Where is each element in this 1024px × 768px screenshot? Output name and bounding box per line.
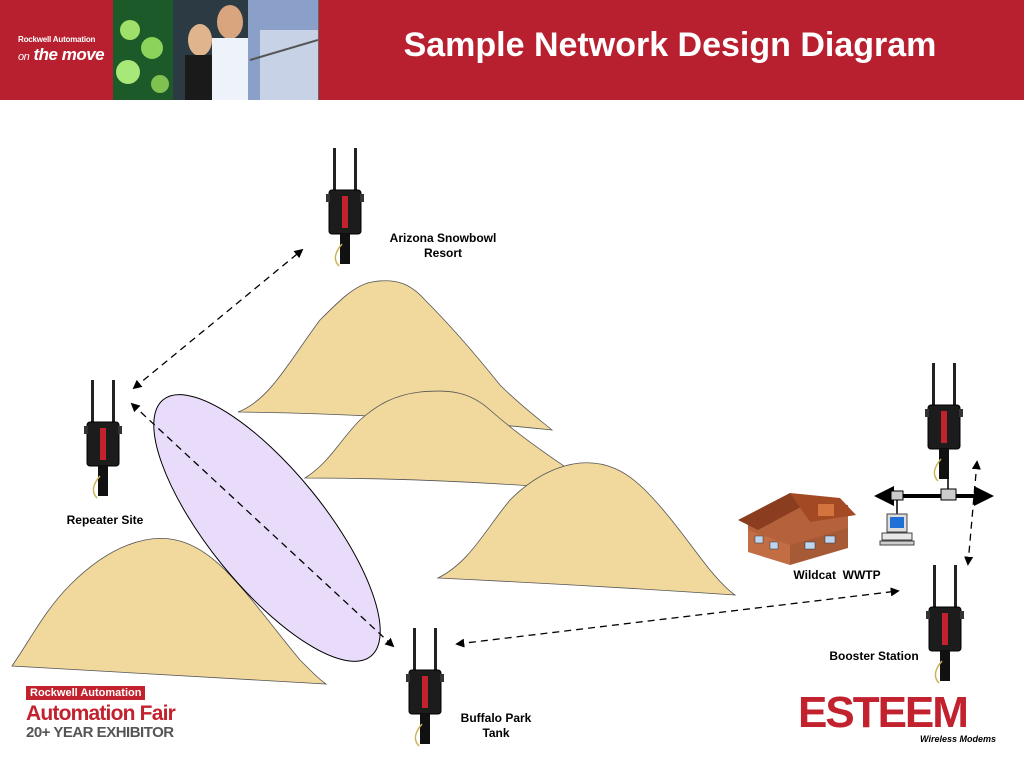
label-wildcat-text: Wildcat WWTP [793,568,881,582]
logo-line1: Rockwell Automation [18,35,96,44]
esteem-wordmark: ESTEEM [798,688,969,737]
header-banner: Rockwell Automation on the move Sample N… [0,0,1024,100]
house-icon [738,493,856,565]
esteem-logo: ESTEEM Wireless Modems [798,690,998,746]
bus-node-2 [940,488,957,501]
logo-line2: on the move [18,45,105,65]
logo-on: on [18,51,30,63]
automation-fair-logo: Rockwell Automation Automation Fair 20+ … [26,683,196,749]
label-repeater: Repeater Site [55,513,155,528]
link-repeater-arizona [132,248,304,390]
af-badge: Rockwell Automation [26,686,146,700]
modem-booster [925,564,965,684]
link-buffalo-booster [455,587,900,648]
bus-node-1 [890,490,904,501]
link-wildcat-booster [964,460,981,566]
label-booster-text: Booster Station [829,649,919,663]
header-photo-art [113,0,318,100]
header-photo: Rockwell Automation on the move [0,0,319,100]
label-buffalo: Buffalo Park Tank [450,711,542,741]
label-wildcat: Wildcat WWTP [782,568,892,583]
label-arizona-text: Arizona Snowbowl Resort [389,231,497,260]
af-name: Automation Fair [26,702,176,725]
label-booster: Booster Station [818,649,930,664]
page-title: Sample Network Design Diagram [403,26,937,64]
logo-the-move: the move [33,45,105,64]
esteem-tagline: Wireless Modems [920,734,996,744]
label-buffalo-text: Buffalo Park Tank [460,711,532,740]
computer-icon [879,513,915,546]
af-year: 20+ YEAR EXHIBITOR [26,724,174,741]
label-arizona: Arizona Snowbowl Resort [378,231,508,261]
modem-arizona [325,147,365,267]
modem-repeater [83,379,123,499]
label-repeater-text: Repeater Site [66,513,144,527]
rockwell-on-the-move-logo: Rockwell Automation on the move [0,0,113,100]
modem-wildcat [924,362,964,482]
modem-buffalo [405,627,445,747]
